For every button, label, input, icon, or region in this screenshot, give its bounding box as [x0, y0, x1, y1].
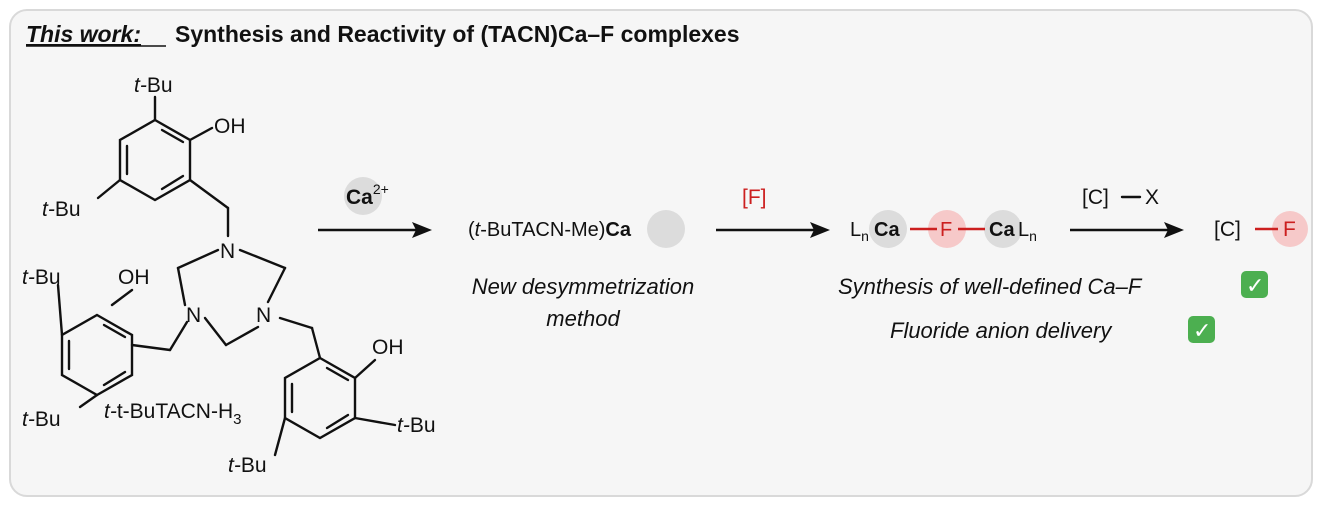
n-label-left: N — [186, 304, 201, 327]
check-box-1 — [1241, 271, 1268, 298]
check-mark-2: ✓ — [1193, 318, 1211, 343]
check-mark-1: ✓ — [1246, 273, 1264, 298]
n-label-right: N — [256, 304, 271, 327]
caption-step2-line2: Fluoride anion delivery — [890, 318, 1113, 343]
caption-step1-line2: method — [546, 306, 620, 331]
tbu-label-right: t-Bu — [397, 414, 436, 437]
ln-right: Ln — [1018, 219, 1037, 244]
ca-product-highlight — [647, 210, 685, 248]
product-f-highlight — [1272, 211, 1308, 247]
ca-reagent: Ca2+ — [346, 181, 389, 209]
ln-left: Ln — [850, 219, 869, 244]
step2: [F] Ln Ca F Ca Ln Synthesis of well-defi… — [716, 186, 1268, 343]
f-bridge: F — [940, 219, 952, 241]
arrow-step3-head — [1164, 222, 1184, 238]
f-highlight — [928, 210, 966, 248]
left-phenol-ring — [56, 283, 189, 409]
ca-reagent-highlight — [344, 177, 382, 215]
tbu-label-top: t-Bu — [134, 74, 173, 97]
arrow-step2-head — [810, 222, 830, 238]
tbu-label-left-bottom: t-Bu — [22, 408, 61, 431]
tbu-label-left-top: t-Bu — [42, 198, 81, 221]
ca2-highlight — [984, 210, 1022, 248]
reagent-c: [C] — [1082, 186, 1109, 209]
step3: [C] X [C] F — [1070, 186, 1308, 247]
scheme-panel — [9, 9, 1313, 497]
caption-step2-line1: Synthesis of well-defined Ca–F — [838, 274, 1143, 299]
ligand-name: t-t-BuTACN-H3 — [104, 400, 241, 428]
caption-step1-line1: New desymmetrization — [472, 274, 695, 299]
right-phenol-ring — [273, 316, 397, 457]
f-reagent: [F] — [742, 186, 767, 209]
tbu-label-bottom: t-Bu — [228, 454, 267, 477]
header-title: Synthesis and Reactivity of (TACN)Ca–F c… — [175, 21, 740, 47]
oh-label-right: OH — [372, 336, 404, 359]
ligand-structure: t-Bu OH t-Bu N N N t-Bu OH t-Bu — [22, 74, 436, 477]
ca-left: Ca — [874, 219, 900, 241]
product-f: F — [1283, 218, 1296, 241]
oh-label-left: OH — [118, 266, 150, 289]
tacn-ring — [176, 248, 287, 347]
arrow-step1-head — [412, 222, 432, 238]
reagent-x: X — [1145, 186, 1159, 209]
n-label-top: N — [220, 240, 235, 263]
oh-label-top: OH — [214, 115, 246, 138]
top-phenol-ring — [96, 95, 230, 238]
check-box-2 — [1188, 316, 1215, 343]
step1: Ca2+ (t-BuTACN-Me)Ca New desymmetrizatio… — [318, 177, 694, 331]
product-c: [C] — [1214, 218, 1241, 241]
ca-right: Ca — [989, 219, 1015, 241]
product-step1: (t-BuTACN-Me)Ca — [468, 219, 632, 241]
tbu-label-left-mid: t-Bu — [22, 266, 61, 289]
ca1-highlight — [869, 210, 907, 248]
header-prefix: This work: — [26, 21, 141, 47]
